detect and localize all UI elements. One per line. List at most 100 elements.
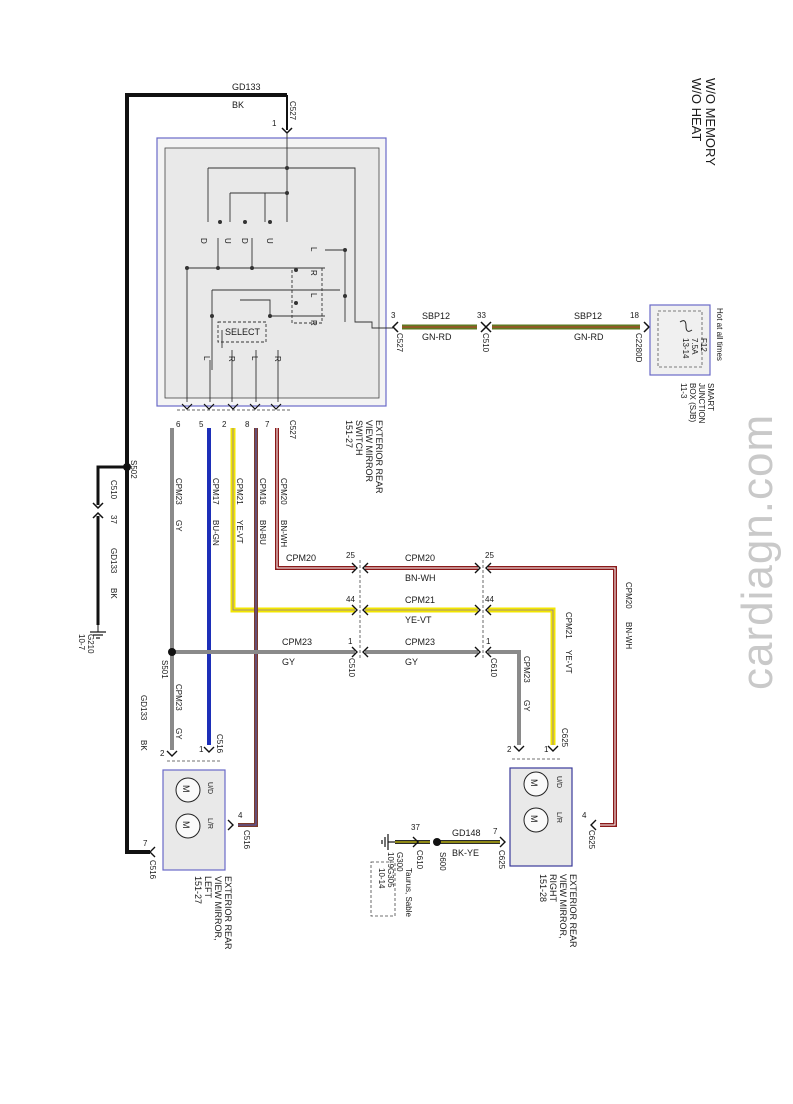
left-mirror-c516-right: C516 bbox=[242, 830, 251, 850]
c510-c610-arrows bbox=[351, 562, 492, 658]
c510-pin-25: 25 bbox=[346, 551, 355, 560]
s501-color: GY bbox=[174, 728, 183, 740]
left-mirror-name-1: EXTERIOR REAR bbox=[223, 876, 233, 950]
left-mirror-motor-ud bbox=[175, 777, 201, 803]
wire-cpm21-vert bbox=[230, 428, 355, 613]
hw-cpm23-circuit-left: CPM23 bbox=[282, 637, 312, 647]
switch-pin-8: 8 bbox=[245, 420, 250, 429]
gd148-c610: C610 bbox=[415, 850, 424, 870]
wire-gd133-top bbox=[125, 93, 287, 854]
fuse-symbol bbox=[679, 320, 693, 332]
switch-name-3: SWITCH bbox=[354, 420, 364, 456]
left-mirror-motor-lr-label: M bbox=[181, 821, 191, 829]
sjb-amps: 7.5A bbox=[690, 338, 699, 355]
right-mirror-lr: L/R bbox=[555, 812, 562, 823]
right-mirror-c625-right: C625 bbox=[587, 830, 596, 850]
svg-text:R: R bbox=[273, 356, 282, 362]
gd148-pin-37: 37 bbox=[411, 823, 420, 832]
sjb-pin: 18 bbox=[630, 311, 639, 320]
svg-text:L: L bbox=[309, 293, 318, 298]
right-mirror-name-3: RIGHT bbox=[548, 874, 558, 903]
rv-cpm21-color: YE-VT bbox=[564, 650, 573, 674]
wire-label-cpm20: CPM20 bbox=[279, 478, 288, 505]
g210-page: 10-7 bbox=[77, 634, 86, 651]
rv-cpm20-circuit: CPM20 bbox=[624, 582, 633, 609]
g305-box bbox=[370, 861, 396, 917]
wire-label-cpm17: CPM17 bbox=[211, 478, 220, 505]
left-mirror-pin-bn: 4 bbox=[238, 811, 243, 820]
hw-cpm21-circuit: CPM21 bbox=[405, 595, 435, 605]
right-mirror-arrows bbox=[513, 745, 559, 752]
hw-cpm20-circuit: CPM20 bbox=[405, 553, 435, 563]
svg-text:L: L bbox=[250, 356, 259, 361]
g305-name: G305 bbox=[386, 868, 395, 888]
c510-pin-44: 44 bbox=[346, 595, 355, 604]
right-mirror-pin-ye: 1 bbox=[544, 745, 549, 754]
hw-cpm23-color: GY bbox=[405, 657, 418, 667]
gd148-c625: C625 bbox=[497, 850, 506, 870]
gd133-top-circuit: GD133 bbox=[232, 82, 261, 92]
left-mirror-arrows bbox=[166, 746, 215, 757]
left-mirror-page: 151-27 bbox=[193, 876, 203, 904]
ground-symbol-g210 bbox=[90, 631, 106, 639]
watermark-text: cardiagn.com bbox=[733, 414, 782, 690]
rv-cpm23-color: GY bbox=[522, 700, 531, 712]
rv-cpm21-circuit: CPM21 bbox=[564, 612, 573, 639]
sjb-hot-label: Hot at all times bbox=[715, 308, 724, 361]
c527-top-connector: C527 bbox=[288, 101, 297, 121]
c610-pin-25: 25 bbox=[485, 551, 494, 560]
switch-contact-labels: D U D U L R L R L R L R bbox=[199, 238, 318, 362]
sjb-ref: 13-14 bbox=[681, 338, 690, 359]
right-mirror-motor-ud bbox=[523, 771, 549, 797]
hw-cpm20-color: BN-WH bbox=[405, 573, 436, 583]
sjb-connector: C2280D bbox=[634, 333, 643, 363]
c610-pin-1: 1 bbox=[486, 637, 491, 646]
sjb-name-1: SMART bbox=[706, 383, 715, 411]
hw-cpm21-color: YE-VT bbox=[405, 615, 432, 625]
s502-color: BK bbox=[109, 588, 118, 599]
right-mirror-pin-gy: 2 bbox=[507, 745, 512, 754]
wire-s502-branch bbox=[96, 465, 127, 505]
ground-symbol-g300 bbox=[381, 834, 395, 850]
svg-text:D: D bbox=[199, 238, 208, 244]
s502-c510: C510 bbox=[109, 480, 118, 500]
s501-splice bbox=[168, 648, 176, 656]
s502-circuit: GD133 bbox=[109, 548, 118, 574]
s501-circuit: CPM23 bbox=[174, 684, 183, 711]
g210-name: G210 bbox=[86, 634, 95, 654]
right-mirror-c625-top: C625 bbox=[560, 728, 569, 748]
switch-pin-7: 7 bbox=[265, 420, 270, 429]
svg-text:R: R bbox=[227, 356, 236, 362]
g300-page: 10-9 bbox=[386, 852, 395, 869]
wire-label-bu-gn: BU-GN bbox=[211, 520, 220, 546]
c610-label: C610 bbox=[489, 658, 498, 678]
gd148-color: BK-YE bbox=[452, 848, 479, 858]
c527-top-pin: 1 bbox=[272, 119, 277, 128]
s501-label: S501 bbox=[160, 660, 169, 679]
svg-text:U: U bbox=[265, 238, 274, 244]
sbp12-right-circuit: SBP12 bbox=[574, 311, 602, 321]
right-mirror-motor-lr bbox=[523, 807, 549, 833]
sbp12-left-circuit: SBP12 bbox=[422, 311, 450, 321]
left-mirror-pin-bu: 1 bbox=[199, 745, 204, 754]
c527-sbp-pin: 3 bbox=[391, 311, 396, 320]
left-mirror-motor-lr bbox=[175, 813, 201, 839]
switch-name-2: VIEW MIRROR bbox=[364, 420, 374, 482]
rv-cpm23-circuit: CPM23 bbox=[522, 656, 531, 683]
c510-pin-1: 1 bbox=[348, 637, 353, 646]
left-mirror-ud: U/D bbox=[206, 782, 213, 794]
svg-text:R: R bbox=[309, 320, 318, 326]
s600-label: S600 bbox=[438, 852, 447, 871]
s502-c510-pin: 37 bbox=[109, 515, 118, 524]
c510-sbp-connector: C510 bbox=[481, 333, 490, 353]
switch-pin-6: 6 bbox=[176, 420, 181, 429]
gd133-left-color: BK bbox=[139, 740, 148, 751]
g305-note: Taurus, Sable bbox=[404, 868, 413, 917]
title-line-1: W/O MEMORY bbox=[703, 78, 718, 166]
sjb-name-2: JUNCTION bbox=[697, 383, 706, 424]
g305-page: 10-14 bbox=[377, 868, 386, 889]
gd148-pin-7: 7 bbox=[493, 827, 498, 836]
left-mirror-name-2: VIEW MIRROR, bbox=[213, 876, 223, 941]
wire-cpm23-right bbox=[488, 650, 521, 745]
left-mirror-c516-gnd: C516 bbox=[148, 860, 157, 880]
